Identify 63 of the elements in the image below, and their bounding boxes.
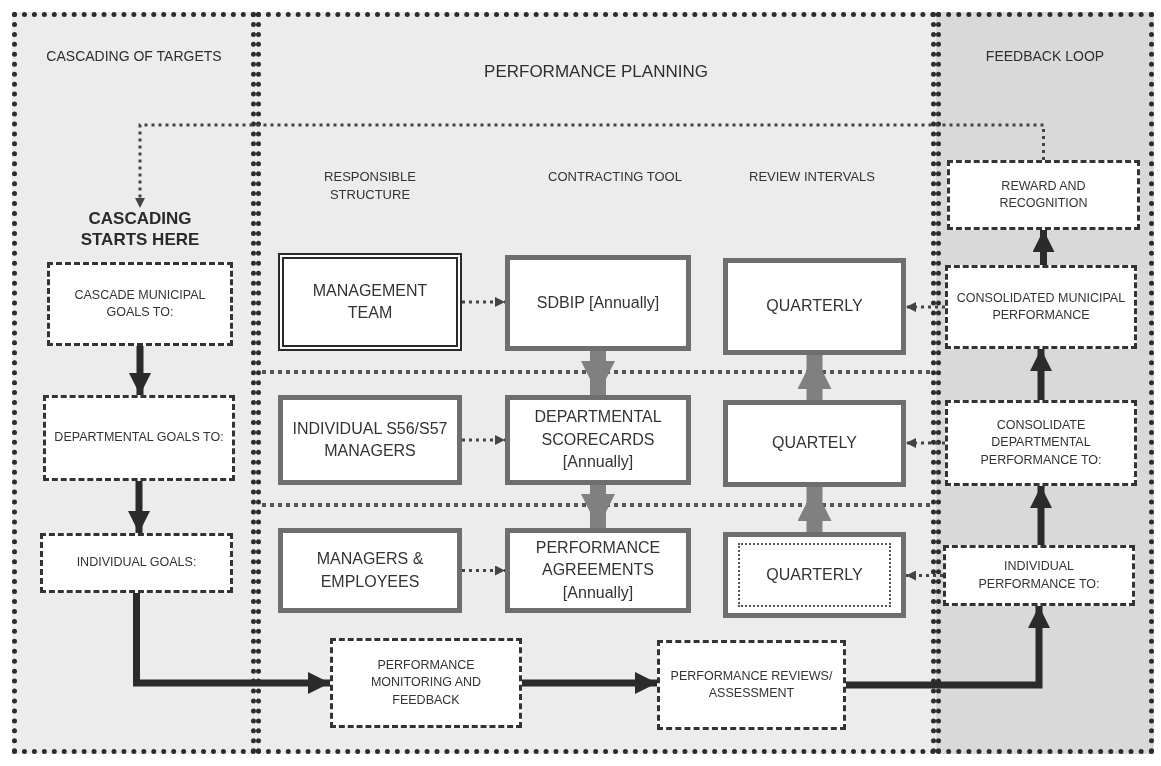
panel-title: CASCADING OF TARGETS [45,47,223,66]
process-box [43,395,235,481]
arrow [135,123,1045,208]
box-label: PERFORMANCE REVIEWS/ ASSESSMENT [669,667,834,702]
box-label: MANAGERS & EMPLOYEES [315,549,425,592]
process-box [943,545,1135,606]
arrow [906,438,945,448]
arrow [462,565,505,576]
column-heading: REVIEW INTERVALS [748,168,876,186]
arrow [906,302,945,312]
column-heading: RESPONSIBLE STRUCTURE [323,168,417,205]
box-label: REWARD AND RECOGNITION [998,177,1089,212]
box-label: CASCADE MUNICIPAL GOALS TO: [73,286,207,321]
column-panel [256,12,936,754]
start-heading: CASCADING STARTS HERE [60,208,220,251]
process-box [505,528,691,613]
process-box [657,640,846,730]
box-label: INDIVIDUAL S56/S57 MANAGERS [291,418,449,461]
box-label: QUARTERLY [766,564,863,585]
column-panel [936,12,1154,754]
arrow [129,346,151,395]
box-label: PERFORMANCE MONITORING AND FEEDBACK [369,656,483,709]
process-box [330,638,522,728]
arrow [1032,230,1055,265]
box-label: PERFORMANCE AGREEMENTS [Annually] [534,537,662,603]
process-box [47,262,233,346]
box-label: DEPARTMENTAL SCORECARDS [Annually] [533,407,663,473]
process-box [723,400,906,487]
process-box [278,395,462,485]
box-label: QUARTERLY [766,296,863,317]
arrow [522,672,657,694]
process-box [278,253,462,351]
arrow [581,351,615,395]
panel-title: FEEDBACK LOOP [984,47,1106,66]
box-label: CONSOLIDATE DEPARTMENTAL PERFORMANCE TO: [979,416,1103,469]
box-label: INDIVIDUAL PERFORMANCE TO: [977,558,1101,593]
box-label: QUARTELY [772,433,857,454]
arrow [846,606,1050,689]
box-label: DEPARTMENTAL GOALS TO: [54,429,224,447]
arrow [462,297,505,307]
box-label: MANAGEMENT TEAM [311,280,429,323]
process-box [40,533,233,593]
panel-title: PERFORMANCE PLANNING [483,61,709,83]
process-box [723,258,906,355]
arrow [462,435,505,445]
box-label: INDIVIDUAL GOALS: [76,554,197,572]
arrow [581,485,615,528]
arrow [128,481,150,533]
column-panel [12,12,256,754]
process-box [947,160,1140,230]
process-box [945,400,1137,486]
process-box [505,255,691,351]
arrow [1030,486,1052,545]
arrow [1030,349,1052,400]
box-label: CONSOLIDATED MUNICIPAL PERFORMANCE [956,289,1126,324]
arrow [133,593,330,694]
box-label: SDBIP [Annually] [536,292,660,313]
arrow [906,570,943,581]
process-box [945,265,1137,349]
column-heading: CONTRACTING TOOL [547,168,683,186]
process-box [278,528,462,613]
process-box [505,395,691,485]
process-box [723,532,906,618]
